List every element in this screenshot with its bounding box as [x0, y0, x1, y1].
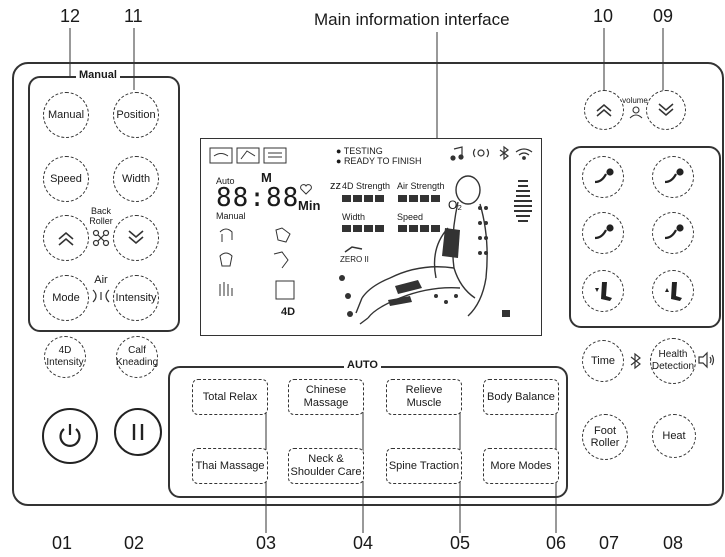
leg-down-button[interactable]	[582, 270, 624, 312]
volume-label: volume	[622, 96, 648, 105]
callout-03: 03	[256, 533, 277, 553]
total-relax-button[interactable]: Total Relax	[192, 379, 268, 415]
width-button[interactable]: Width	[113, 156, 159, 202]
lcd-m: M	[261, 170, 272, 185]
health-detection-button[interactable]: Health Detection	[650, 338, 696, 384]
lcd-auto: Auto	[216, 176, 235, 186]
lcd-4d-label: 4D	[281, 306, 296, 318]
chinese-massage-button[interactable]: Chinese Massage	[288, 379, 364, 415]
leg-down-icon	[595, 282, 612, 301]
speaker-icon	[698, 351, 715, 369]
calf-kneading-button[interactable]: Calf Kneading	[116, 336, 158, 378]
pause-icon	[132, 424, 144, 440]
width-speed-bars	[342, 225, 440, 232]
speed-button[interactable]: Speed	[43, 156, 89, 202]
intensity-button[interactable]: Intensity	[113, 275, 159, 321]
bluetooth-icon	[630, 352, 641, 370]
time-button[interactable]: Time	[582, 340, 624, 382]
thai-massage-button[interactable]: Thai Massage	[192, 448, 268, 484]
strength-bars	[342, 195, 440, 202]
lcd-min: Min	[298, 198, 321, 213]
callout-04: 04	[353, 533, 374, 553]
posture-panel	[569, 146, 721, 328]
auto-panel-label: AUTO	[344, 359, 381, 371]
chevron-down-icon	[658, 103, 674, 116]
relieve-muscle-button[interactable]: Relieve Muscle	[386, 379, 462, 415]
recline-2-button[interactable]	[652, 156, 694, 198]
spine-traction-button[interactable]: Spine Traction	[386, 448, 462, 484]
lcd-speed: Speed	[397, 212, 424, 222]
roller-icon	[92, 229, 110, 247]
back-roller-down-button[interactable]	[113, 215, 159, 261]
callout-10: 10	[593, 6, 614, 26]
air-icon	[92, 289, 110, 303]
lcd-digits: 88:88	[216, 183, 300, 213]
callout-08: 08	[663, 533, 684, 553]
power-icon	[59, 424, 81, 447]
manual-button[interactable]: Manual	[43, 92, 89, 138]
lcd-sun-icons	[339, 275, 353, 317]
recline-3-button[interactable]	[582, 212, 624, 254]
leg-up-button[interactable]	[652, 270, 694, 312]
chevron-up-icon	[58, 231, 74, 246]
lcd-4d-strength: 4D Strength	[342, 181, 391, 191]
zero-gravity-icon	[344, 246, 363, 253]
callout-02: 02	[124, 533, 145, 553]
back-roller-up-button[interactable]	[43, 215, 89, 261]
recline-icon	[594, 168, 614, 184]
lcd-status-icons	[450, 145, 533, 161]
lcd-width: Width	[342, 212, 366, 222]
callout-09: 09	[653, 6, 674, 26]
pause-button[interactable]	[114, 408, 162, 456]
recline-icon	[664, 168, 684, 184]
body-balance-button[interactable]: Body Balance	[483, 379, 559, 415]
main-info-title: Main information interface	[314, 10, 510, 29]
person-icon	[629, 106, 643, 119]
callout-07: 07	[599, 533, 620, 553]
lcd-manual: Manual	[216, 211, 246, 221]
body-figure-icon	[355, 175, 532, 325]
recline-icon	[664, 224, 684, 240]
volume-up-button[interactable]	[584, 90, 624, 130]
lcd-zz: zz	[330, 180, 341, 192]
lcd-hand-mode-icons	[219, 227, 295, 300]
manual-panel-label: Manual	[76, 69, 120, 81]
status-testing-text: TESTING	[343, 146, 383, 156]
air-label: Air	[94, 274, 108, 286]
lcd-status-ready: ● READY TO FINISH	[336, 156, 422, 166]
lcd-air-strength: Air Strength	[397, 181, 445, 191]
power-button[interactable]	[42, 408, 98, 464]
chevron-down-icon	[128, 230, 144, 245]
heat-button[interactable]: Heat	[652, 414, 696, 458]
callout-01: 01	[52, 533, 73, 553]
mode-button[interactable]: Mode	[43, 275, 89, 321]
heart-icon	[300, 184, 312, 195]
device-frame	[12, 62, 724, 506]
neck-shoulder-care-button[interactable]: Neck & Shoulder Care	[288, 448, 364, 484]
position-button[interactable]: Position	[113, 92, 159, 138]
foot-roller-button[interactable]: Foot Roller	[582, 414, 628, 460]
more-modes-button[interactable]: More Modes	[483, 448, 559, 484]
callout-12: 12	[60, 6, 81, 26]
lcd-status-testing: ● TESTING	[336, 146, 383, 156]
leg-up-icon	[665, 282, 682, 301]
lcd-mode-icons	[209, 147, 287, 164]
volume-down-button[interactable]	[646, 90, 686, 130]
status-ready-text: READY TO FINISH	[343, 156, 422, 166]
chevron-up-icon	[596, 104, 612, 117]
lcd-zero: ZERO II	[340, 255, 369, 264]
lcd-o2: O₂	[448, 198, 462, 212]
recline-4-button[interactable]	[652, 212, 694, 254]
callout-05: 05	[450, 533, 471, 553]
callout-11: 11	[124, 6, 143, 26]
recline-1-button[interactable]	[582, 156, 624, 198]
callout-06: 06	[546, 533, 567, 553]
recline-icon	[594, 224, 614, 240]
4d-intensity-button[interactable]: 4D Intensity	[44, 336, 86, 378]
back-roller-label: Back Roller	[89, 206, 113, 226]
